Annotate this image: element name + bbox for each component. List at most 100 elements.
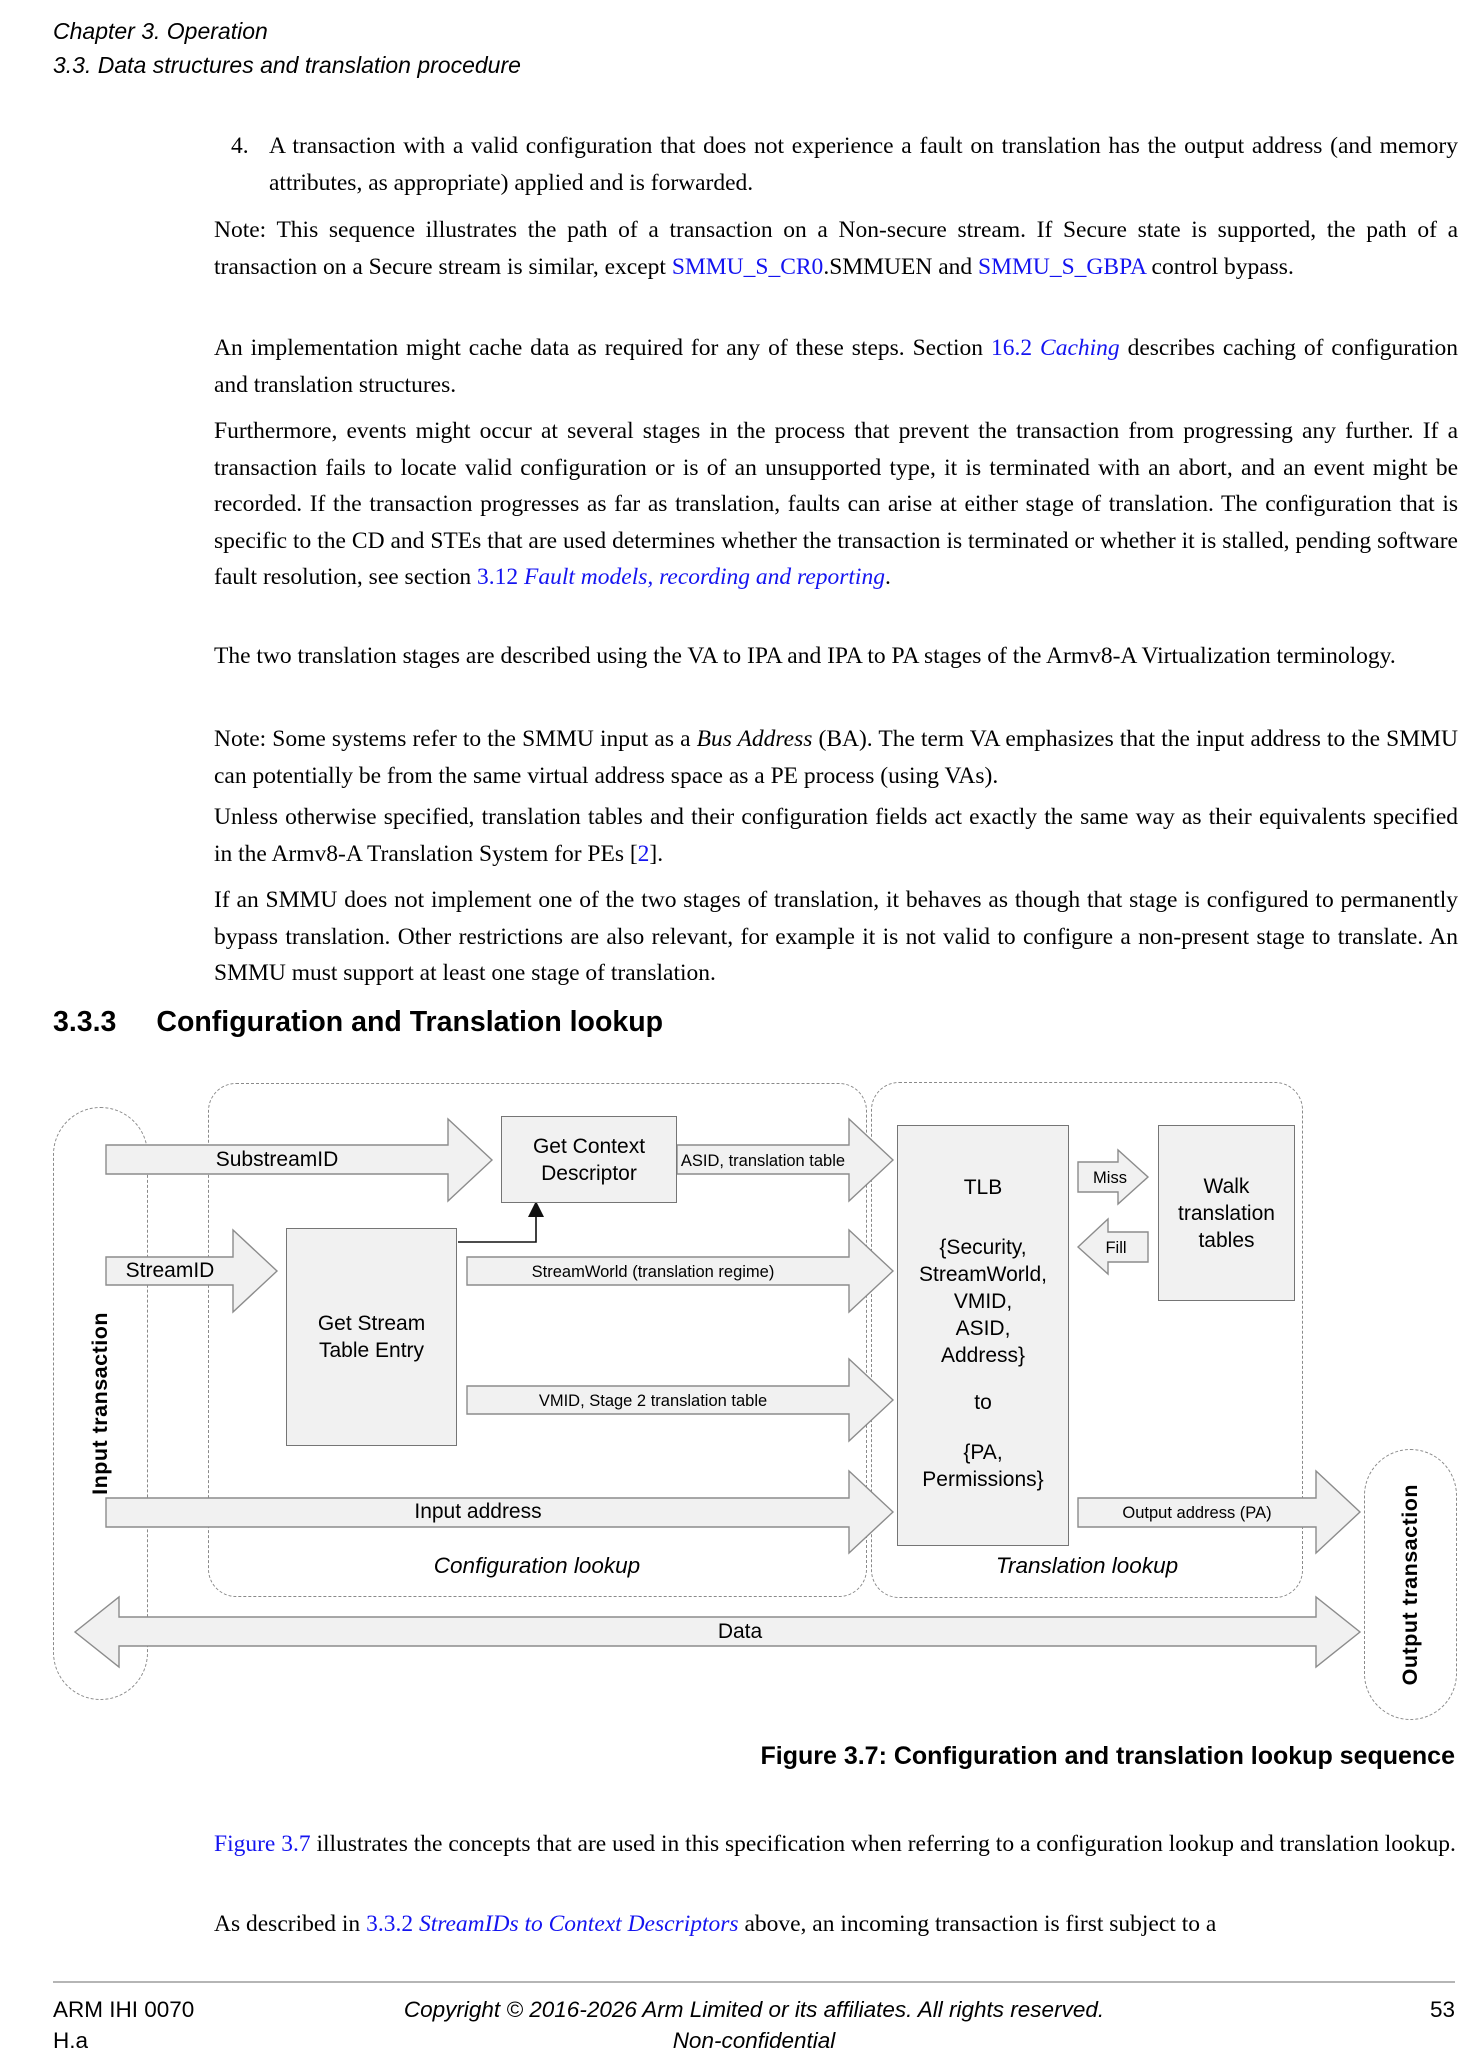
tlb-result-pa: {PA, — [963, 1441, 1003, 1464]
vmid-arrow-label: VMID, Stage 2 translation table — [538, 1392, 768, 1410]
events-text-2: . — [884, 564, 891, 591]
fill-arrow — [1076, 1217, 1149, 1276]
streamworld-arrow-label: StreamWorld (translation regime) — [531, 1263, 775, 1281]
footer-doc-id: ARM IHI 0070 — [53, 1997, 195, 2022]
note-ba-text-2: (BA). The term VA emphasizes that the in… — [214, 726, 1458, 789]
paragraph-stages: The two translation stages are described… — [214, 638, 1458, 675]
config-lookup-region-label: Configuration lookup — [433, 1553, 641, 1578]
caching-text-1: An implementation might cache data as re… — [214, 335, 991, 361]
tlb-title: TLB — [963, 1176, 1003, 1199]
tlb-box: TLB {Security, StreamWorld, VMID, ASID, … — [897, 1125, 1069, 1546]
list-item-4-text: A transaction with a valid configuration… — [269, 133, 1458, 196]
link-smmu-s-gbpa[interactable]: SMMU_S_GBPA — [978, 253, 1146, 280]
after-fig1-text: illustrates the concepts that are used i… — [310, 1831, 1456, 1857]
paragraph-bypass: If an SMMU does not implement one of the… — [214, 882, 1458, 992]
note-secure-text-2: .SMMUEN and — [823, 253, 979, 280]
list-item-4: 4. A transaction with a valid configurati… — [231, 128, 1458, 201]
link-fault-name[interactable]: Fault models, recording and reporting — [524, 564, 885, 591]
miss-arrow — [1077, 1148, 1150, 1206]
tlb-result-tuple: {PA, Permissions} — [898, 1439, 1068, 1493]
output-address-arrow-label: Output address (PA) — [1122, 1504, 1272, 1522]
tlb-key-tuple: {Security, StreamWorld, VMID, ASID, Addr… — [898, 1234, 1068, 1369]
link-caching-number[interactable]: 16.2 — [990, 335, 1041, 361]
paragraph-note-ba: Note: Some systems refer to the SMMU inp… — [214, 721, 1458, 794]
paragraph-caching: An implementation might cache data as re… — [214, 330, 1458, 403]
figure-arrows-layer — [73, 1117, 1362, 1669]
after-fig2-text-2: above, an incoming transaction is first … — [738, 1911, 1217, 1937]
link-3-3-2-name[interactable]: StreamIDs to Context Descriptors — [418, 1911, 739, 1937]
footer-page-number: 53 — [1429, 1997, 1455, 2022]
fill-arrow-label: Fill — [1105, 1239, 1127, 1257]
paragraph-events: Furthermore, events might occur at sever… — [214, 413, 1458, 596]
stages-text: The two translation stages are described… — [214, 643, 1396, 669]
streamworld-arrow — [466, 1228, 895, 1314]
footer-classification: Non-confidential — [672, 2028, 836, 2048]
substreamid-arrow — [105, 1117, 494, 1203]
walk-translation-tables-box: Walk translation tables — [1158, 1125, 1295, 1301]
translation-lookup-region-label: Translation lookup — [995, 1553, 1179, 1578]
tlb-to: to — [974, 1391, 992, 1414]
list-item-4-marker: 4. — [231, 133, 249, 159]
link-fault-number[interactable]: 3.12 — [477, 564, 524, 591]
link-3-3-2-number[interactable]: 3.3.2 — [366, 1911, 419, 1937]
input-address-arrow — [105, 1469, 895, 1555]
tlb-key-security: {Security, — [939, 1236, 1027, 1259]
running-header-section: 3.3. Data structures and translation pro… — [53, 52, 521, 78]
note-secure-text-3: control bypass. — [1145, 253, 1294, 280]
data-arrow — [73, 1595, 1362, 1669]
paragraph-equiv: Unless otherwise specified, translation … — [214, 799, 1458, 872]
section-heading: 3.3.3 Configuration and Translation looku… — [53, 1006, 663, 1039]
figure-3-7-diagram: Input transaction Output transaction — [0, 1050, 1460, 1745]
tlb-key-vmid: VMID, — [953, 1290, 1013, 1313]
note-secure-text-1: Note: This sequence illustrates the path… — [214, 217, 1458, 280]
walk-line3: tables — [1198, 1228, 1255, 1252]
walk-line2: translation — [1178, 1201, 1275, 1225]
get-context-descriptor-box: Get Context Descriptor — [501, 1116, 677, 1203]
footer-rule — [53, 1981, 1455, 1983]
streamid-arrow-label: StreamID — [125, 1259, 215, 1282]
section-heading-title: Configuration and Translation lookup — [156, 1006, 664, 1038]
substreamid-arrow-label: SubstreamID — [215, 1148, 339, 1171]
note-ba-emphasis: Bus Address — [696, 726, 813, 752]
gcd-line2: Descriptor — [541, 1161, 637, 1185]
bypass-text: If an SMMU does not implement one of the… — [214, 887, 1458, 987]
asid-arrow-label: ASID, translation table — [680, 1152, 846, 1170]
link-section-16-2-caching[interactable]: 16.2 Caching — [991, 335, 1120, 361]
data-arrow-label: Data — [717, 1620, 763, 1643]
link-section-3-12-fault-models[interactable]: 3.12 Fault models, recording and reporti… — [477, 564, 885, 590]
section-heading-number: 3.3.3 — [53, 1006, 117, 1038]
get-stream-table-entry-box: Get Stream Table Entry — [286, 1228, 457, 1446]
link-section-3-3-2[interactable]: 3.3.2 StreamIDs to Context Descriptors — [366, 1911, 739, 1937]
paragraph-note-secure: Note: This sequence illustrates the path… — [214, 212, 1458, 285]
vmid-stage2-arrow — [466, 1357, 895, 1443]
gste-line2: Table Entry — [318, 1339, 425, 1362]
tlb-key-streamworld: StreamWorld, — [919, 1263, 1047, 1286]
equiv-text-1: Unless otherwise specified, translation … — [214, 804, 1458, 867]
gste-to-gcd-connector — [458, 1201, 544, 1243]
link-smmu-s-cr0[interactable]: SMMU_S_CR0 — [671, 253, 824, 280]
tlb-key-address: Address} — [940, 1344, 1026, 1367]
footer-copyright: Copyright © 2016-2026 Arm Limited or its… — [403, 1997, 1105, 2022]
paragraph-after-figure-2: As described in 3.3.2 StreamIDs to Conte… — [214, 1906, 1458, 1943]
tlb-key-asid: ASID, — [955, 1317, 1011, 1340]
figure-caption: Figure 3.7: Configuration and translatio… — [760, 1742, 1455, 1770]
streamid-arrow — [105, 1228, 279, 1314]
link-figure-3-7[interactable]: Figure 3.7 — [214, 1831, 311, 1857]
link-reference-2[interactable]: 2 — [637, 840, 650, 867]
output-address-arrow — [1077, 1469, 1362, 1555]
input-address-arrow-label: Input address — [414, 1500, 542, 1523]
config-lookup-region — [208, 1083, 867, 1597]
equiv-text-2: ]. — [649, 840, 664, 867]
footer-revision: H.a — [53, 2028, 89, 2048]
gste-line1: Get Stream — [317, 1312, 426, 1335]
caching-text-2: describes caching of configuration and t… — [214, 335, 1459, 398]
link-caching-name[interactable]: Caching — [1040, 335, 1120, 361]
note-ba-text-1: Note: Some systems refer to the SMMU inp… — [214, 726, 697, 752]
running-header-chapter: Chapter 3. Operation — [53, 18, 268, 44]
events-text-1: Furthermore, events might occur at sever… — [214, 418, 1458, 591]
connector-arrowhead-icon — [528, 1201, 544, 1217]
paragraph-after-figure-1: Figure 3.7 illustrates the concepts that… — [214, 1826, 1458, 1863]
walk-line1: Walk — [1203, 1174, 1250, 1198]
translation-lookup-region — [871, 1082, 1303, 1598]
